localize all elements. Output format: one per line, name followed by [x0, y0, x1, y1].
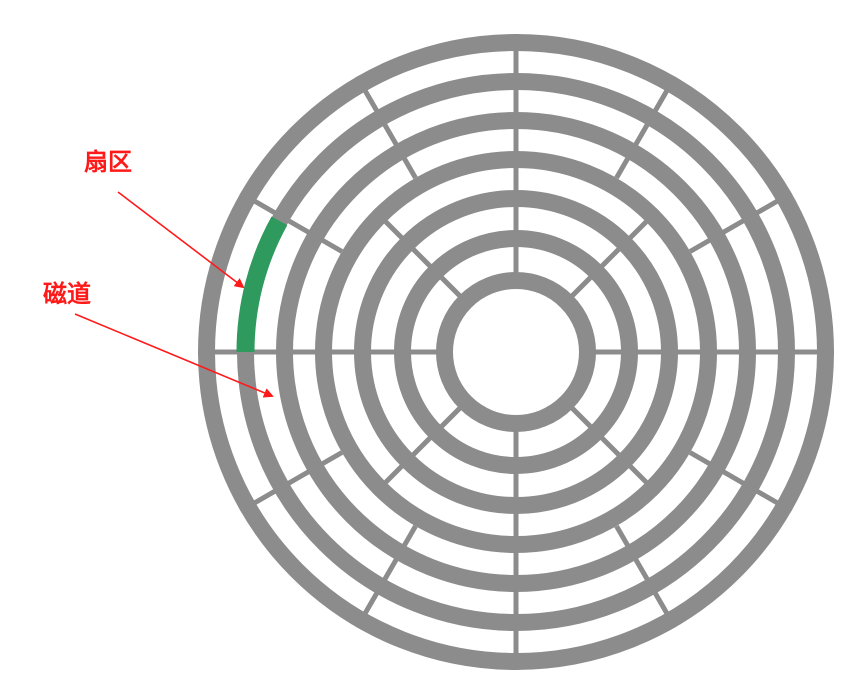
sector-line: [372, 405, 463, 496]
track-ring: [436, 272, 596, 432]
track-label: 磁道: [43, 279, 91, 308]
sector-line: [688, 450, 793, 514]
sector-line: [569, 405, 660, 496]
sector-line: [239, 450, 344, 514]
sector-line: [354, 75, 418, 180]
sector-line: [239, 190, 344, 254]
sector-boundaries: [198, 34, 834, 670]
highlighted-sector-arc: [236, 216, 288, 353]
sector-line: [354, 524, 418, 629]
sector-line: [569, 208, 660, 299]
highlighted-sector: [236, 216, 288, 353]
sector-line: [372, 208, 463, 299]
sector-pointer-arrow: [117, 191, 245, 289]
sector-line: [688, 190, 793, 254]
sector-line: [614, 524, 678, 629]
sector-label: 扇区: [84, 147, 132, 176]
track-pointer-arrow: [74, 313, 274, 398]
sector-line: [614, 75, 678, 180]
